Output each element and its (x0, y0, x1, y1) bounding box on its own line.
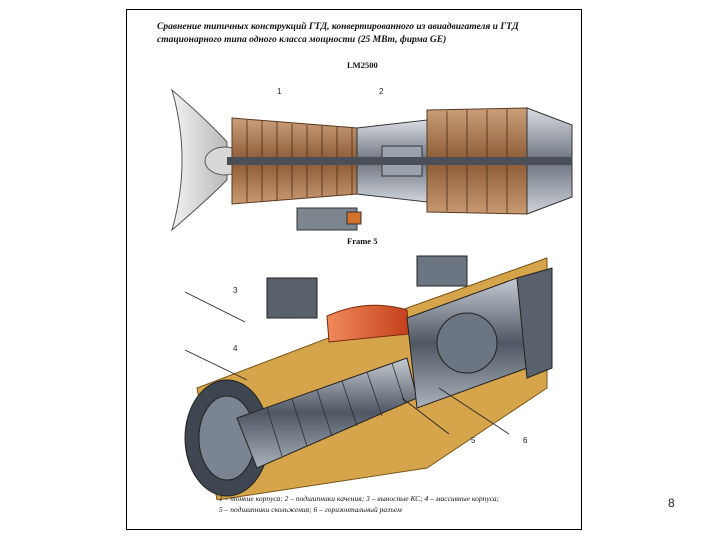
callout-1: 1 (277, 87, 282, 96)
figure-2-label: Frame 5 (347, 236, 378, 246)
caption-line-1: 1 – тонкие корпуса; 2 – подшипники качен… (219, 494, 500, 503)
frame5-engine-illustration (184, 255, 553, 500)
document-title: Сравнение типичных конструкций ГТД, конв… (157, 21, 567, 47)
title-line-2: стационарного типа одного класса мощност… (157, 35, 447, 45)
caption-line-2: 5 – подшипники скольжения; 6 – горизонта… (219, 505, 402, 514)
callout-5: 5 (471, 436, 476, 445)
callout-6: 6 (523, 436, 528, 445)
figure-1-label: LM2500 (347, 60, 378, 70)
document-page: Сравнение типичных конструкций ГТД, конв… (126, 9, 582, 530)
title-line-1: Сравнение типичных конструкций ГТД, конв… (157, 22, 519, 32)
figure-caption: 1 – тонкие корпуса; 2 – подшипники качен… (219, 493, 579, 515)
lm2500-engine-illustration (171, 88, 573, 232)
callout-2: 2 (379, 87, 384, 96)
callout-4: 4 (233, 344, 238, 353)
slide-page-number: 8 (668, 496, 675, 510)
callout-3: 3 (233, 286, 238, 295)
